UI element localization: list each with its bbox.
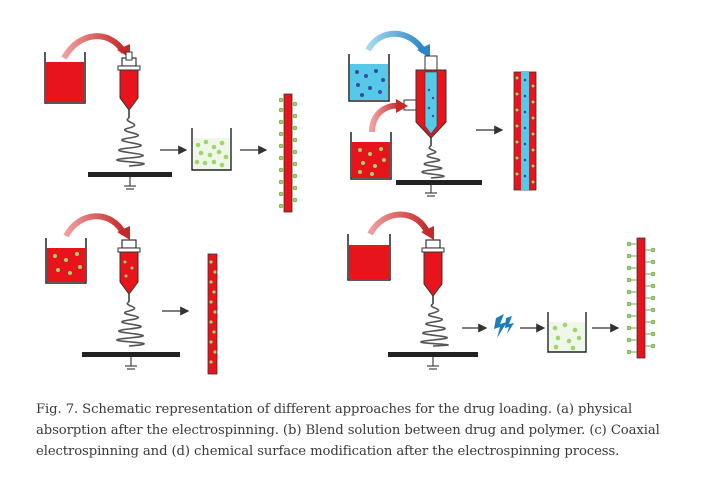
drug-solution-beaker bbox=[191, 128, 232, 171]
electrospinning-jet bbox=[116, 117, 145, 167]
drug-loading-figure bbox=[44, 30, 656, 375]
drug-beaker bbox=[348, 54, 390, 102]
collector-plate bbox=[88, 172, 172, 177]
syringe bbox=[117, 51, 141, 118]
syringe-blend bbox=[117, 239, 141, 302]
polymer-beaker-d bbox=[347, 234, 391, 281]
coaxial-syringe bbox=[403, 55, 447, 146]
core-shell-fiber bbox=[513, 71, 537, 191]
blend-beaker bbox=[45, 238, 87, 284]
surface-modified-fiber bbox=[626, 237, 656, 359]
loaded-fiber bbox=[278, 93, 298, 213]
panel-c-coaxial bbox=[348, 30, 537, 197]
lightning-icon bbox=[494, 314, 514, 338]
figure-caption: Fig. 7. Schematic representation of diff… bbox=[36, 402, 660, 459]
transfer-arrow bbox=[61, 33, 127, 60]
blend-fiber bbox=[207, 253, 218, 375]
syringe-d bbox=[421, 239, 445, 304]
polymer-drug-beaker bbox=[350, 132, 392, 180]
panel-d-surface-modification bbox=[347, 211, 656, 370]
polymer-beaker bbox=[44, 52, 86, 104]
panel-b-blend bbox=[45, 213, 218, 375]
panel-a-physical-absorption bbox=[44, 33, 298, 213]
drug-beaker-d bbox=[547, 312, 587, 353]
